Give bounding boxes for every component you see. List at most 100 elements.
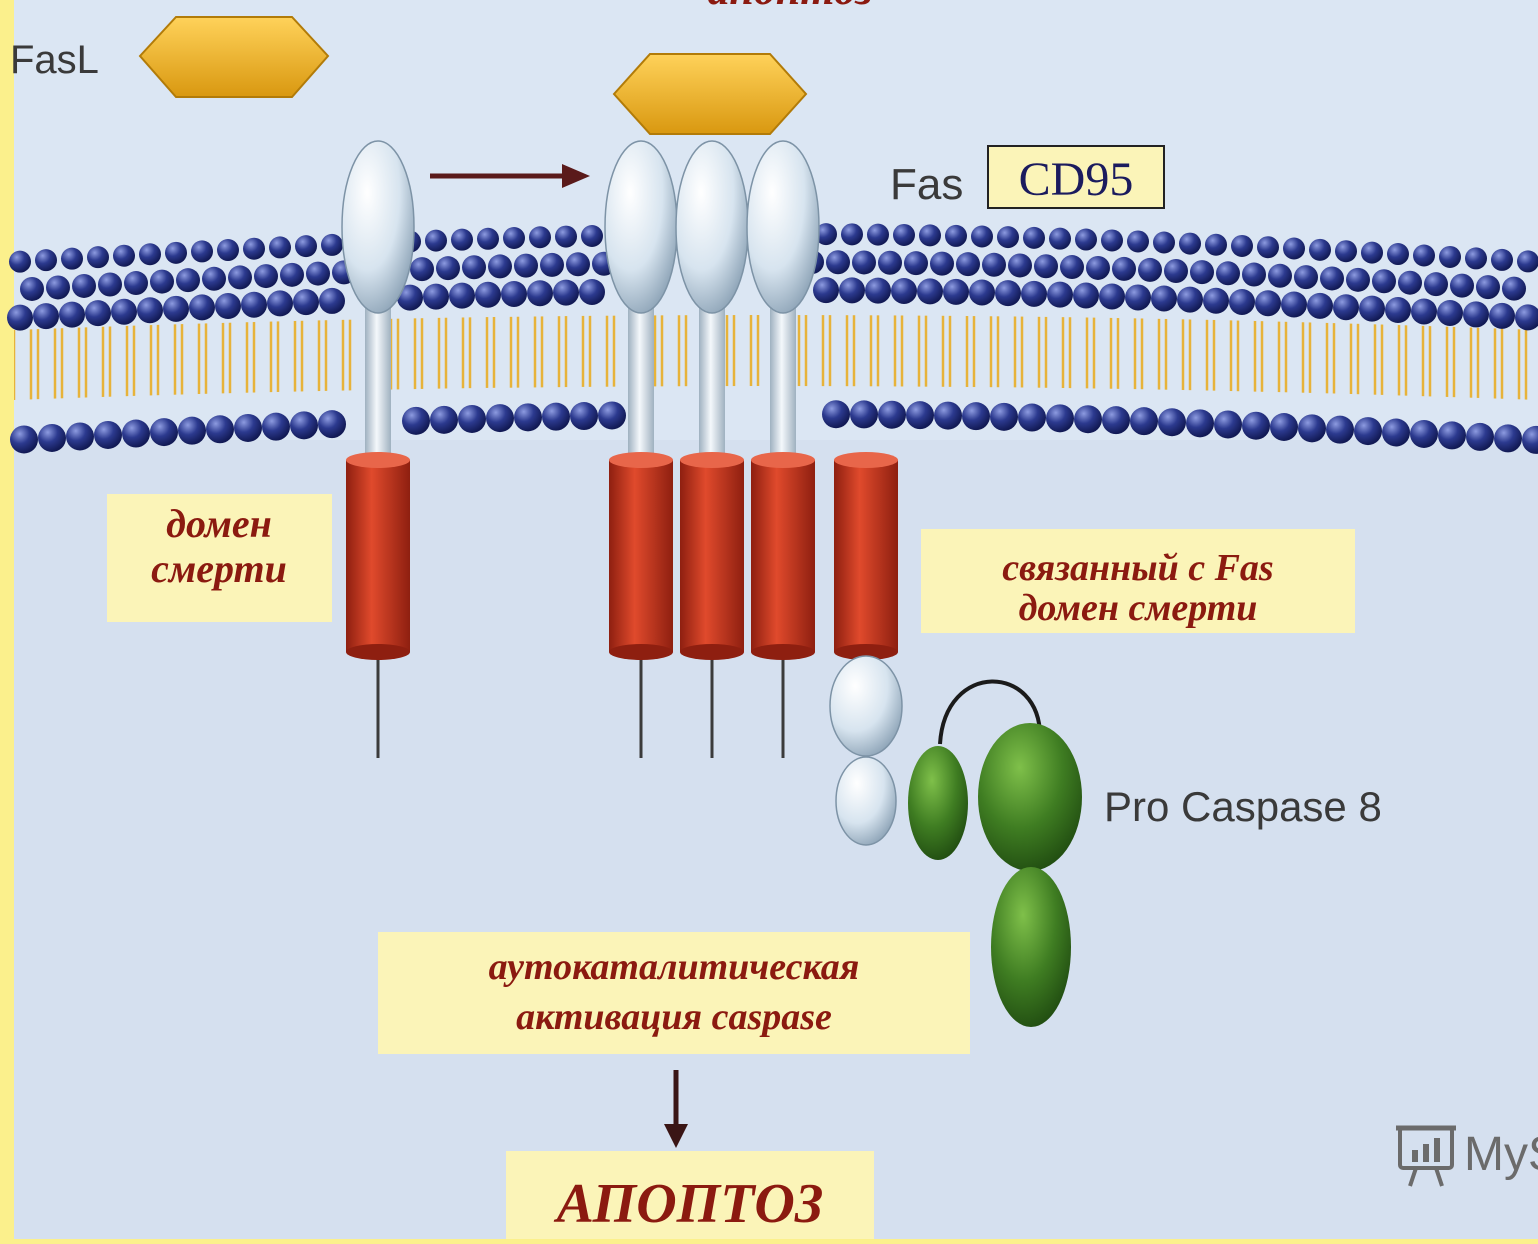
- death-domain-bottom: [609, 644, 673, 660]
- membrane-bead: [1517, 250, 1538, 272]
- membrane-bead: [280, 263, 304, 287]
- membrane-bead: [267, 290, 293, 316]
- membrane-bead: [1333, 294, 1359, 320]
- membrane-bead: [462, 255, 486, 279]
- membrane-bead: [1281, 292, 1307, 318]
- membrane-bead: [1177, 287, 1203, 313]
- membrane-bead: [1466, 423, 1494, 451]
- membrane-bead: [1255, 290, 1281, 316]
- membrane-bead: [1216, 261, 1240, 285]
- membrane-bead: [906, 401, 934, 429]
- autocatalytic-label-line1: аутокаталитическая: [489, 946, 860, 988]
- membrane-bead: [1205, 234, 1227, 256]
- membrane-bead: [850, 400, 878, 428]
- membrane-bead: [202, 267, 226, 291]
- membrane-bead: [1112, 257, 1136, 281]
- membrane-bead: [1242, 412, 1270, 440]
- death-domain-cylinder: [609, 460, 673, 652]
- membrane-bead: [514, 254, 538, 278]
- membrane-bead: [1021, 281, 1047, 307]
- membrane-bead: [1410, 420, 1438, 448]
- membrane-bead: [1346, 268, 1370, 292]
- membrane-bead: [430, 406, 458, 434]
- membrane-bead: [243, 238, 265, 260]
- cd95-label: CD95: [1019, 153, 1134, 206]
- membrane-bead: [822, 400, 850, 428]
- membrane-bead: [72, 274, 96, 298]
- membrane-bead: [35, 249, 57, 271]
- membrane-bead: [1046, 404, 1074, 432]
- membrane-bead: [1494, 424, 1522, 452]
- fasl-label: FasL: [10, 38, 99, 82]
- membrane-bead: [1326, 416, 1354, 444]
- membrane-bead: [458, 405, 486, 433]
- membrane-bead: [423, 284, 449, 310]
- membrane-bead: [1424, 272, 1448, 296]
- membrane-bead: [178, 417, 206, 445]
- membrane-bead: [410, 257, 434, 281]
- death-domain-top: [346, 452, 410, 468]
- membrane-bead: [1476, 275, 1500, 299]
- membrane-bead: [1359, 296, 1385, 322]
- membrane-bead: [1102, 406, 1130, 434]
- membrane-bead: [956, 252, 980, 276]
- membrane-bead: [206, 415, 234, 443]
- membrane-bead: [1158, 408, 1186, 436]
- membrane-bead: [919, 224, 941, 246]
- membrane-bead: [1268, 264, 1292, 288]
- membrane-bead: [1101, 229, 1123, 251]
- membrane-bead: [527, 280, 553, 306]
- membrane-bead: [163, 296, 189, 322]
- membrane-bead: [1190, 260, 1214, 284]
- fadd-label-line2: домен смерти: [1019, 587, 1258, 629]
- membrane-bead: [1060, 255, 1084, 279]
- membrane-bead: [137, 297, 163, 323]
- membrane-bead: [1125, 284, 1151, 310]
- membrane-bead: [306, 262, 330, 286]
- membrane-bead: [262, 413, 290, 441]
- receptor-head: [605, 141, 677, 313]
- membrane-bead: [113, 245, 135, 267]
- membrane-bead: [1361, 242, 1383, 264]
- membrane-bead: [971, 225, 993, 247]
- membrane-bead: [553, 280, 579, 306]
- membrane-bead: [1385, 297, 1411, 323]
- membrane-bead: [867, 224, 889, 246]
- membrane-bead: [1489, 303, 1515, 329]
- membrane-bead: [98, 272, 122, 296]
- membrane-bead: [228, 265, 252, 289]
- membrane-bead: [1270, 413, 1298, 441]
- receptor-stalk: [365, 290, 391, 460]
- membrane-bead: [1203, 288, 1229, 314]
- membrane-bead: [540, 253, 564, 277]
- membrane-bead: [962, 402, 990, 430]
- membrane-bead: [1307, 293, 1333, 319]
- membrane-bead: [1242, 263, 1266, 287]
- receptor-stalk: [770, 290, 796, 460]
- membrane-bead: [1387, 243, 1409, 265]
- membrane-bead: [943, 279, 969, 305]
- membrane-bead: [1127, 230, 1149, 252]
- membrane-bead: [1450, 274, 1474, 298]
- membrane-bead: [319, 288, 345, 314]
- death-domain-top: [751, 452, 815, 468]
- fasl-ligand-bound: [614, 54, 806, 134]
- death-domain-cylinder: [834, 460, 898, 652]
- membrane-bead: [839, 277, 865, 303]
- membrane-bead: [436, 256, 460, 280]
- membrane-bead: [488, 254, 512, 278]
- membrane-bead: [7, 305, 33, 331]
- membrane-bead: [293, 289, 319, 315]
- membrane-bead: [241, 292, 267, 318]
- membrane-bead: [503, 227, 525, 249]
- membrane-bead: [566, 252, 590, 276]
- membrane-bead: [290, 411, 318, 439]
- membrane-bead: [878, 401, 906, 429]
- autocatalytic-label-line2: активация caspase: [516, 996, 832, 1038]
- receptor-stalk: [699, 290, 725, 460]
- membrane-bead: [38, 424, 66, 452]
- fadd-label-line1: связанный с Fas: [1002, 547, 1273, 589]
- membrane-bead: [94, 421, 122, 449]
